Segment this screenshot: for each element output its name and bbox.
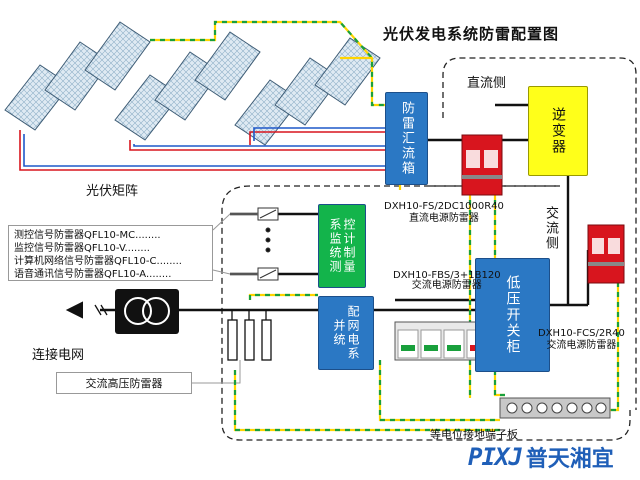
- grid-arrow: [65, 301, 108, 319]
- pv-panel: [194, 31, 261, 101]
- ac-spd-desc: 交流电源防雷器: [546, 340, 617, 351]
- signal-spd-item: 语音通讯信号防雷器QFL10-A........: [14, 269, 172, 280]
- dc-spd-caption: DXH10-FS/2DC1000R40 直流电源防雷器: [384, 201, 504, 225]
- lv-cabinet-label: 低压开关柜: [504, 275, 521, 355]
- grid-label: 连接电网: [32, 348, 85, 363]
- lv-cabinet-box: 低压开关柜: [475, 258, 550, 372]
- dc-spd-desc: 直流电源防雷器: [408, 213, 479, 224]
- ac-spd-caption: DXH10-FCS/2R40 交流电源防雷器: [538, 328, 625, 352]
- grid-system-box: 配网电系并统: [318, 296, 374, 370]
- ac-spd-model: DXH10-FCS/2R40: [538, 328, 625, 339]
- grid-system-label: 配网电系并统: [332, 305, 360, 361]
- power-spd-model: DXH10-FBS/3+1B120: [393, 270, 501, 281]
- callout-lines: [212, 213, 258, 231]
- dc-spd-model: DXH10-FS/2DC1000R40: [384, 201, 504, 212]
- pv-panel: [314, 37, 381, 106]
- inverter-box: 逆变器: [528, 86, 588, 176]
- dc-side-label: 直流侧: [467, 76, 507, 91]
- company-logo: PIXJ 普天湘宜: [468, 443, 614, 472]
- ac-spd-icon: [587, 224, 625, 284]
- dc-zone-boundary: [442, 57, 637, 410]
- hv-arresters: [227, 310, 272, 361]
- ground-terminal-bar: [499, 397, 611, 419]
- signal-spd-item: 监控信号防雷器QFL10-V........: [14, 243, 150, 254]
- pv-panels: [4, 21, 381, 146]
- diagram-title: 光伏发电系统防雷配置图: [383, 25, 560, 43]
- combiner-box: 防雷汇流箱: [385, 92, 428, 185]
- pv-array-label: 光伏矩阵: [86, 184, 139, 199]
- pv-dc-wiring: [19, 127, 385, 171]
- logo-text: 普天湘宜: [525, 447, 614, 472]
- combiner-box-label: 防雷汇流箱: [399, 101, 414, 176]
- pv-panel: [84, 21, 151, 91]
- signal-spd-list: 测控信号防雷器QFL10-MC........ 监控信号防雷器QFL10-V..…: [8, 225, 213, 281]
- ground-bar-label: 等电位接地端子板: [430, 428, 518, 441]
- power-spd-desc: 交流电源防雷器: [411, 280, 482, 291]
- pv-ground-wiring: [150, 20, 385, 107]
- signal-spd-item: 测控信号防雷器QFL10-MC........: [14, 230, 161, 241]
- ac-zone-boundary: [221, 185, 631, 441]
- transformer-icon: [115, 289, 179, 334]
- inverter-box-label: 逆变器: [550, 107, 566, 155]
- signal-spd-item: 计算机网络信号防雷器QFL10-C........: [14, 256, 182, 267]
- logo-mark: PIXJ: [468, 443, 523, 471]
- dc-spd-icon: [461, 134, 503, 196]
- monitor-system-box: 控计制量系监统测: [318, 204, 366, 288]
- ac-side-label: 交流侧: [543, 206, 558, 251]
- hv-spd-label: 交流高压防雷器: [56, 372, 192, 394]
- power-spd-caption: DXH10-FBS/3+1B120 交流电源防雷器: [393, 270, 501, 292]
- monitor-system-label: 控计制量系监统测: [328, 218, 356, 274]
- signal-spd-icons: [257, 207, 279, 281]
